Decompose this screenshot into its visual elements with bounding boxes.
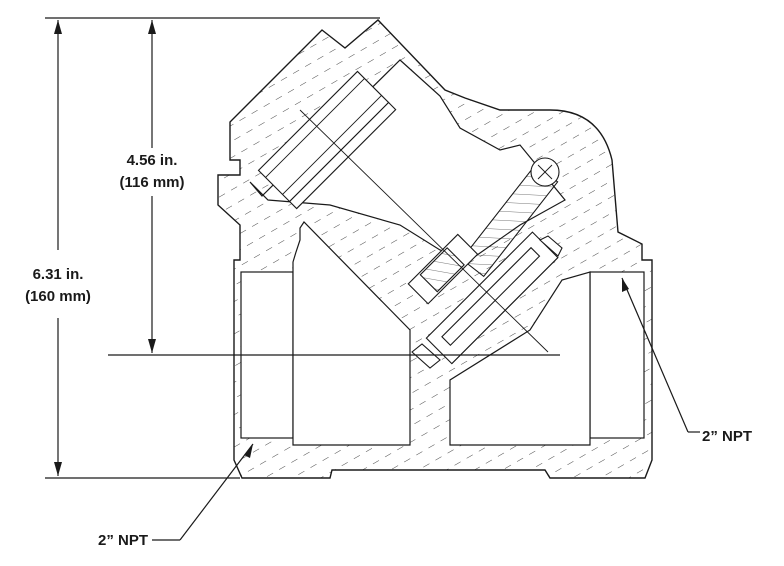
cap-plug: [257, 70, 397, 210]
seat-ring-left: [411, 343, 441, 369]
internal-parts: [257, 70, 563, 369]
outlet-chamber: [449, 271, 591, 446]
hinge-pin-mark-2: [537, 164, 553, 180]
cap-cavity: [249, 59, 566, 261]
swing-disc-face: [451, 257, 559, 364]
inlet-chamber: [292, 221, 411, 446]
cap-plug-line-1: [265, 78, 365, 178]
dimension-overall: 6.31 in. (160 mm): [25, 17, 380, 479]
cap-arrow-top: [148, 20, 156, 34]
left-port-leader-arrow: [244, 444, 253, 458]
right-port-leader: [621, 277, 689, 433]
seat-ring-right: [539, 235, 563, 257]
cap-plug-gasket: [288, 101, 397, 210]
overall-arrow-bottom: [54, 462, 62, 476]
bonnet-centerline: [299, 109, 549, 353]
callout-left-port: 2” NPT: [98, 443, 254, 549]
cap-height-inches: 4.56 in.: [127, 152, 178, 169]
right-port-leader-arrow: [622, 278, 629, 292]
right-port-label: 2” NPT: [702, 428, 752, 445]
disc-nut: [407, 233, 479, 305]
overall-height-inches: 6.31 in.: [33, 266, 84, 283]
cap-arrow-bottom: [148, 339, 156, 353]
valve-body: [217, 19, 653, 479]
overall-arrow-top: [54, 20, 62, 34]
right-port-bore: [589, 271, 645, 439]
cap-height-mm: (116 mm): [119, 174, 184, 191]
overall-height-mm: (160 mm): [25, 288, 91, 305]
left-port-label: 2” NPT: [98, 532, 148, 549]
dimension-cap: 4.56 in. (116 mm): [108, 20, 560, 356]
cap-plug-line-2: [282, 95, 382, 195]
disc-nut-center: [419, 247, 465, 293]
callout-right-port: 2” NPT: [621, 277, 752, 445]
left-port-leader: [179, 443, 254, 541]
